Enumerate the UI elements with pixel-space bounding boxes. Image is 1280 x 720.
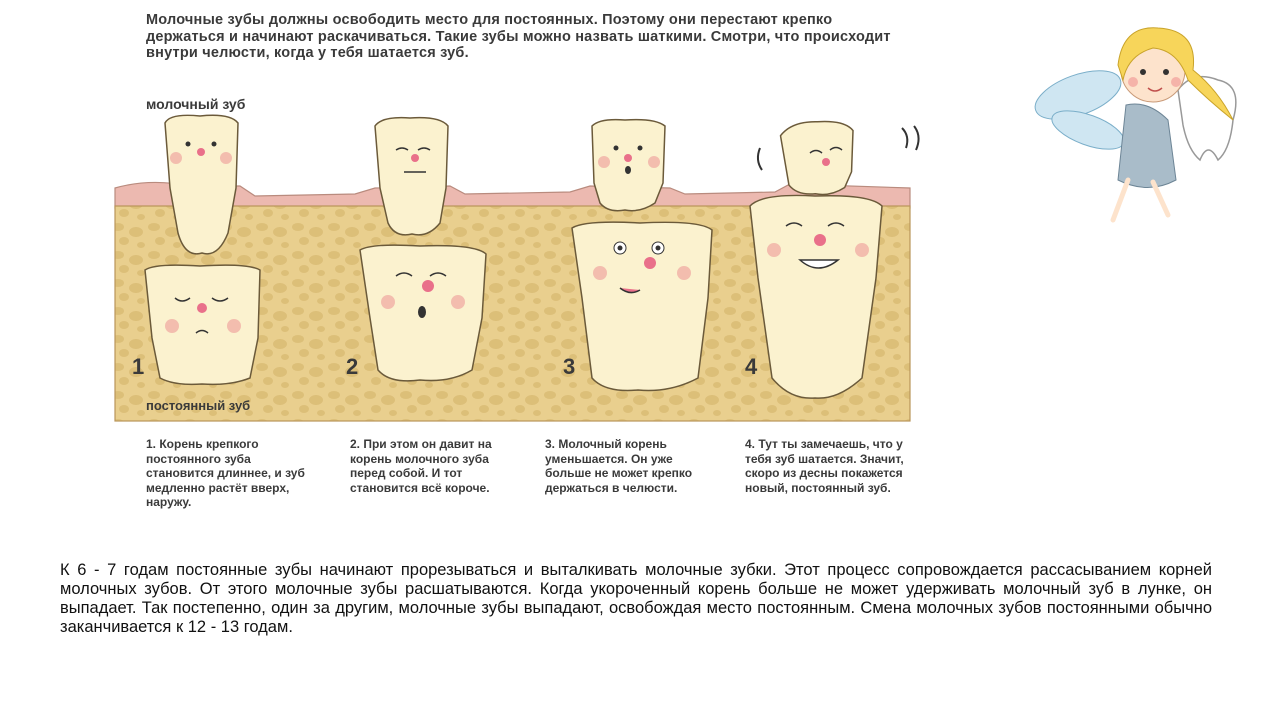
step4-milk-tooth bbox=[756, 120, 920, 196]
intro-text: Молочные зубы должны освободить место дл… bbox=[146, 12, 891, 61]
tooth-fairy-illustration bbox=[1034, 27, 1237, 223]
step2-milk-tooth bbox=[374, 116, 449, 236]
step2-permanent-tooth bbox=[359, 244, 487, 382]
step-number-4: 4 bbox=[745, 354, 758, 379]
bottom-paragraph: К 6 - 7 годам постоянные зубы начинают п… bbox=[60, 561, 1212, 636]
step-number-1: 1 bbox=[132, 354, 145, 379]
step-caption-2: 2. При этом он давит на корень молочного… bbox=[350, 437, 492, 495]
step-caption-3: 3. Молочный корень уменьшается. Он уже б… bbox=[545, 437, 693, 495]
step3-milk-tooth bbox=[591, 118, 666, 212]
tooth-eruption-illustration bbox=[114, 114, 920, 422]
step-caption-4: 4. Тут ты замечаешь, что у тебя зуб шата… bbox=[745, 437, 904, 495]
step-number-2: 2 bbox=[346, 354, 359, 379]
step1-milk-tooth bbox=[164, 114, 239, 255]
step3-permanent-tooth bbox=[571, 221, 713, 392]
step4-permanent-tooth bbox=[749, 194, 883, 399]
label-permanent-tooth: постоянный зуб bbox=[146, 398, 251, 413]
step1-permanent-tooth bbox=[144, 264, 261, 386]
label-milk-tooth: молочный зуб bbox=[146, 96, 246, 112]
gum bbox=[114, 181, 911, 209]
step-caption-1: 1. Корень крепкого постоянного зуба стан… bbox=[146, 437, 305, 509]
step-number-3: 3 bbox=[563, 354, 576, 379]
